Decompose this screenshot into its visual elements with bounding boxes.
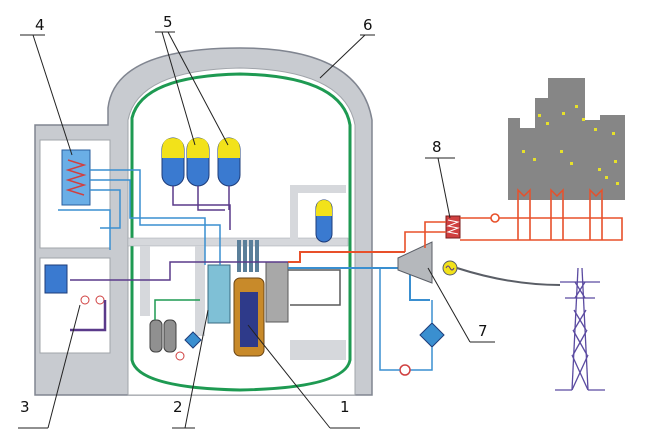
heat-exchanger-8 [445, 215, 461, 239]
primary-piping [58, 169, 341, 332]
pump-icon [399, 364, 411, 376]
leader-lines [18, 31, 495, 429]
label-4: 4 [35, 16, 45, 34]
reactor-assembly [207, 240, 289, 357]
condenser [379, 268, 445, 376]
label-3: 3 [20, 398, 30, 416]
pressurizer [315, 199, 333, 243]
feedwater-line [288, 267, 430, 301]
power-cable [456, 267, 561, 286]
turbine [397, 241, 458, 284]
label-2: 2 [173, 398, 183, 416]
city-buildings [508, 78, 625, 200]
steam-line [288, 251, 405, 263]
district-heating-network [404, 198, 623, 252]
containment-liner [130, 72, 352, 392]
accumulator-right [217, 137, 241, 187]
accumulator-middle [186, 137, 210, 187]
storage-tank-3 [44, 264, 105, 305]
label-1: 1 [340, 398, 350, 416]
containment-building [34, 47, 373, 396]
label-6: 6 [363, 16, 373, 34]
storage-tank-4 [61, 149, 91, 206]
label-5: 5 [163, 13, 173, 31]
accumulator-left [161, 137, 185, 187]
transmission-tower [555, 267, 605, 391]
label-8: 8 [432, 138, 442, 156]
heat-exchanger-2 [149, 319, 202, 361]
accumulators [161, 137, 241, 230]
label-7: 7 [478, 322, 488, 340]
